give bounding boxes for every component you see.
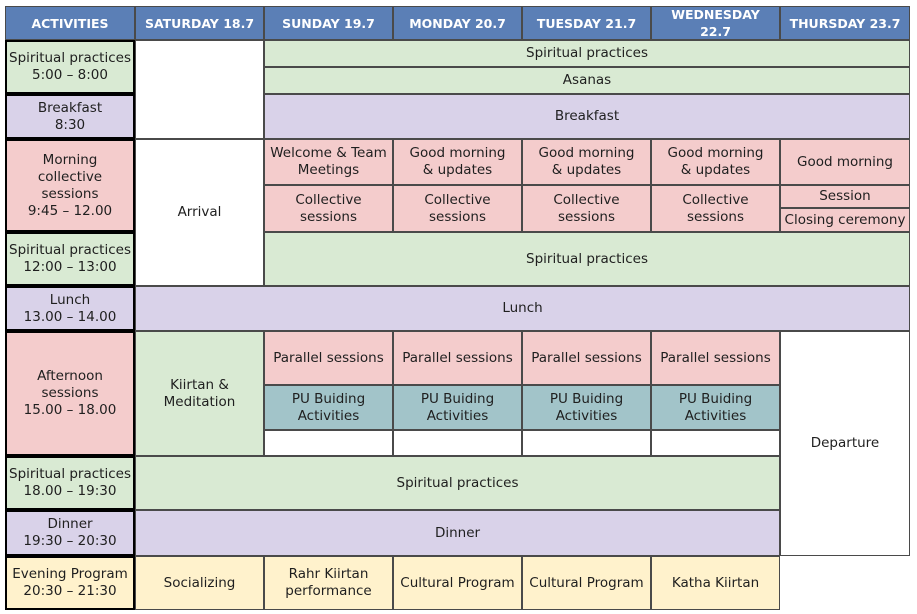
tuesday-parallel-sessions: Parallel sessions <box>522 331 651 385</box>
monday-cultural-program: Cultural Program <box>393 556 522 610</box>
sunday-parallel-sessions: Parallel sessions <box>264 331 393 385</box>
header-thursday: THURSDAY 23.7 <box>780 6 910 40</box>
saturday-morning-empty <box>135 40 264 139</box>
lunch-block: Lunch <box>135 286 910 331</box>
header-tuesday: TUESDAY 21.7 <box>522 6 651 40</box>
monday-collective-sessions: Collective sessions <box>393 185 522 232</box>
sunday-collective-sessions: Collective sessions <box>264 185 393 232</box>
activity-spiritual-practices-evening: Spiritual practices 18.00 – 19:30 <box>5 456 135 510</box>
activity-evening-program: Evening Program 20:30 – 21:30 <box>5 556 135 610</box>
sunday-rahr-kiirtan-performance: Rahr Kiirtan performance <box>264 556 393 610</box>
tuesday-collective-sessions: Collective sessions <box>522 185 651 232</box>
activity-afternoon-sessions: Afternoon sessions 15.00 – 18.00 <box>5 331 135 456</box>
asanas-block: Asanas <box>264 67 910 94</box>
tuesday-afternoon-empty <box>522 430 651 456</box>
thursday-good-morning: Good morning <box>780 139 910 185</box>
wednesday-katha-kiirtan: Katha Kiirtan <box>651 556 780 610</box>
breakfast-block: Breakfast <box>264 94 910 139</box>
spiritual-practices-midday-block: Spiritual practices <box>264 232 910 286</box>
wednesday-afternoon-empty <box>651 430 780 456</box>
wednesday-pu-building-activities: PU Buiding Activities <box>651 385 780 430</box>
activity-spiritual-practices-morning: Spiritual practices 5:00 – 8:00 <box>5 40 135 94</box>
header-saturday: SATURDAY 18.7 <box>135 6 264 40</box>
header-activities: ACTIVITIES <box>5 6 135 40</box>
activity-dinner: Dinner 19:30 – 20:30 <box>5 510 135 556</box>
header-wednesday: WEDNESDAY 22.7 <box>651 6 780 40</box>
tuesday-good-morning-updates: Good morning & updates <box>522 139 651 185</box>
saturday-arrival: Arrival <box>135 139 264 286</box>
activity-spiritual-practices-midday: Spiritual practices 12:00 – 13:00 <box>5 232 135 286</box>
monday-pu-building-activities: PU Buiding Activities <box>393 385 522 430</box>
sunday-welcome-team-meetings: Welcome & Team Meetings <box>264 139 393 185</box>
wednesday-collective-sessions: Collective sessions <box>651 185 780 232</box>
thursday-session: Session <box>780 185 910 208</box>
thursday-departure: Departure <box>780 331 910 556</box>
monday-afternoon-empty <box>393 430 522 456</box>
activity-morning-collective-sessions: Morning collective sessions 9:45 – 12.00 <box>5 139 135 232</box>
tuesday-pu-building-activities: PU Buiding Activities <box>522 385 651 430</box>
header-monday: MONDAY 20.7 <box>393 6 522 40</box>
sunday-pu-building-activities: PU Buiding Activities <box>264 385 393 430</box>
wednesday-parallel-sessions: Parallel sessions <box>651 331 780 385</box>
sunday-afternoon-empty <box>264 430 393 456</box>
wednesday-good-morning-updates: Good morning & updates <box>651 139 780 185</box>
activity-lunch: Lunch 13.00 – 14.00 <box>5 286 135 331</box>
activity-breakfast: Breakfast 8:30 <box>5 94 135 139</box>
saturday-kiirtan-meditation: Kiirtan & Meditation <box>135 331 264 456</box>
saturday-socializing: Socializing <box>135 556 264 610</box>
tuesday-cultural-program: Cultural Program <box>522 556 651 610</box>
spiritual-practices-morning-block: Spiritual practices <box>264 40 910 67</box>
spiritual-practices-evening-block: Spiritual practices <box>135 456 780 510</box>
thursday-closing-ceremony: Closing ceremony <box>780 208 910 232</box>
header-sunday: SUNDAY 19.7 <box>264 6 393 40</box>
monday-good-morning-updates: Good morning & updates <box>393 139 522 185</box>
monday-parallel-sessions: Parallel sessions <box>393 331 522 385</box>
dinner-block: Dinner <box>135 510 780 556</box>
